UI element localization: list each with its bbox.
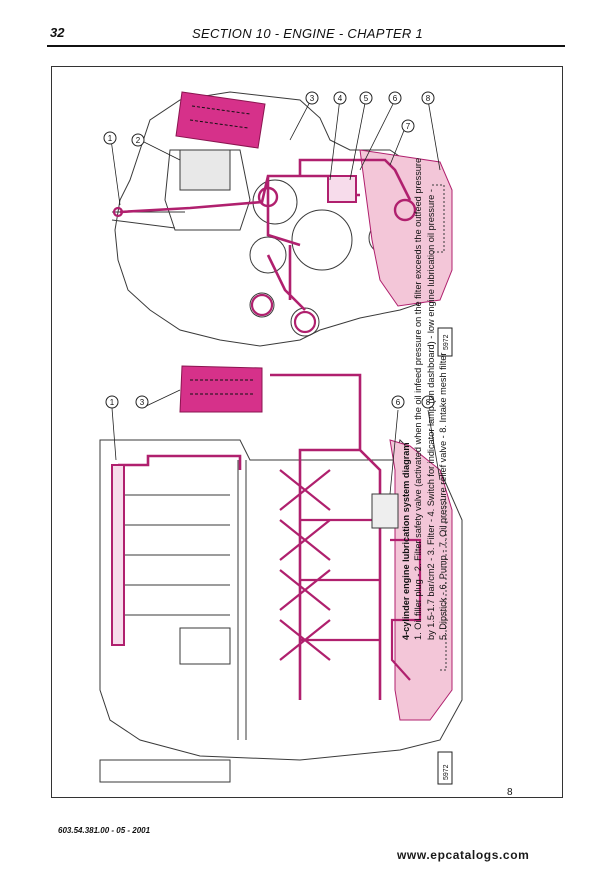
callout-3-bottom-label: 3 xyxy=(140,398,145,407)
callout-1-top xyxy=(103,131,117,145)
top-block-outline xyxy=(114,91,449,347)
bottom-code-box xyxy=(437,751,453,785)
top-sump xyxy=(359,149,453,307)
figure-number: 8 xyxy=(507,787,513,798)
header-rule xyxy=(47,45,565,47)
watermark: www.epcatalogs.com xyxy=(397,848,530,862)
page-number: 32 xyxy=(50,25,65,40)
bottom-main-gallery xyxy=(116,373,382,700)
bottom-callouts: 1 3 6 8 xyxy=(105,395,435,409)
callout-6-bottom xyxy=(391,395,405,409)
footer-code: 603.54.381.00 - 05 - 2001 xyxy=(58,826,151,835)
drawing-code-top: 5972 xyxy=(443,334,450,350)
caption-line-1: 1. Oil filler plug - 2. Filter safety va… xyxy=(413,157,424,640)
callout-5-top-label: 5 xyxy=(364,94,369,103)
figure-caption: 4-cylinder engine lubrication system dia… xyxy=(400,157,460,640)
bottom-crankshaft xyxy=(237,460,247,740)
callout-2-top xyxy=(131,133,145,147)
bottom-view xyxy=(99,365,463,785)
callout-8-top xyxy=(421,91,435,105)
figure-frame xyxy=(51,66,563,798)
caption-line-2: by 1.5-1.7 bar/cm2 - 3. Filter - 4. Swit… xyxy=(425,189,436,640)
top-pump-ring xyxy=(393,198,417,222)
bottom-block-outline xyxy=(99,439,463,761)
top-piston xyxy=(179,149,231,191)
section-title: SECTION 10 - ENGINE - CHAPTER 1 xyxy=(192,26,424,41)
callout-3-top-label: 3 xyxy=(310,94,315,103)
caption-line-3: 5. Dipstick - 6. Pump - 7. Oil pressure … xyxy=(438,352,449,640)
top-pump-ring-c xyxy=(293,310,317,334)
bottom-oil-filter xyxy=(179,365,263,413)
callout-3-bottom xyxy=(135,395,149,409)
caption-title: 4-cylinder engine lubrication system dia… xyxy=(401,442,411,640)
top-pump-body xyxy=(327,175,357,203)
callout-5-top xyxy=(359,91,373,105)
callout-8-bottom xyxy=(421,395,435,409)
bottom-filter-inner xyxy=(190,379,255,395)
top-callouts: 1 2 3 4 5 6 7 8 xyxy=(103,91,435,147)
callout-2-top-label: 2 xyxy=(136,136,141,145)
callout-4-top-label: 4 xyxy=(338,94,343,103)
callout-7-top-label: 7 xyxy=(406,122,411,131)
top-rocker-feed xyxy=(112,206,124,218)
bottom-branches xyxy=(279,469,380,661)
top-aux-gear xyxy=(249,292,275,318)
top-oil-pump-gear xyxy=(290,307,320,337)
bottom-pump xyxy=(371,493,399,529)
top-leaders xyxy=(109,97,441,206)
callout-1-top-label: 1 xyxy=(108,134,113,143)
callout-1-bottom-label: 1 xyxy=(110,398,115,407)
top-crank-gear xyxy=(291,209,353,271)
top-view xyxy=(109,91,453,357)
top-code-box xyxy=(437,327,453,357)
bottom-valves xyxy=(120,494,230,616)
top-intake-filter xyxy=(432,184,445,253)
callout-6-top xyxy=(388,91,402,105)
bottom-flywheel xyxy=(99,759,231,783)
callout-7-top xyxy=(401,119,415,133)
callout-4-top xyxy=(333,91,347,105)
drawing-code-bottom: 5972 xyxy=(443,764,450,780)
callout-1-bottom xyxy=(105,395,119,409)
bottom-rocker-rail xyxy=(111,464,125,646)
bottom-leaders xyxy=(111,389,441,495)
bottom-piston xyxy=(179,627,231,665)
callout-8-top-label: 8 xyxy=(426,94,431,103)
callout-6-top-label: 6 xyxy=(393,94,398,103)
top-oil-filter xyxy=(175,91,266,149)
top-cylinder-head xyxy=(164,149,251,231)
bottom-pump-circuit xyxy=(390,538,422,681)
top-idler-gear xyxy=(249,236,287,274)
callout-3-top xyxy=(305,91,319,105)
callout-8-bottom-label: 8 xyxy=(426,398,431,407)
callout-6-bottom-label: 6 xyxy=(396,398,401,407)
top-pump-ring-b xyxy=(250,293,274,317)
top-crank-journal xyxy=(257,186,279,208)
